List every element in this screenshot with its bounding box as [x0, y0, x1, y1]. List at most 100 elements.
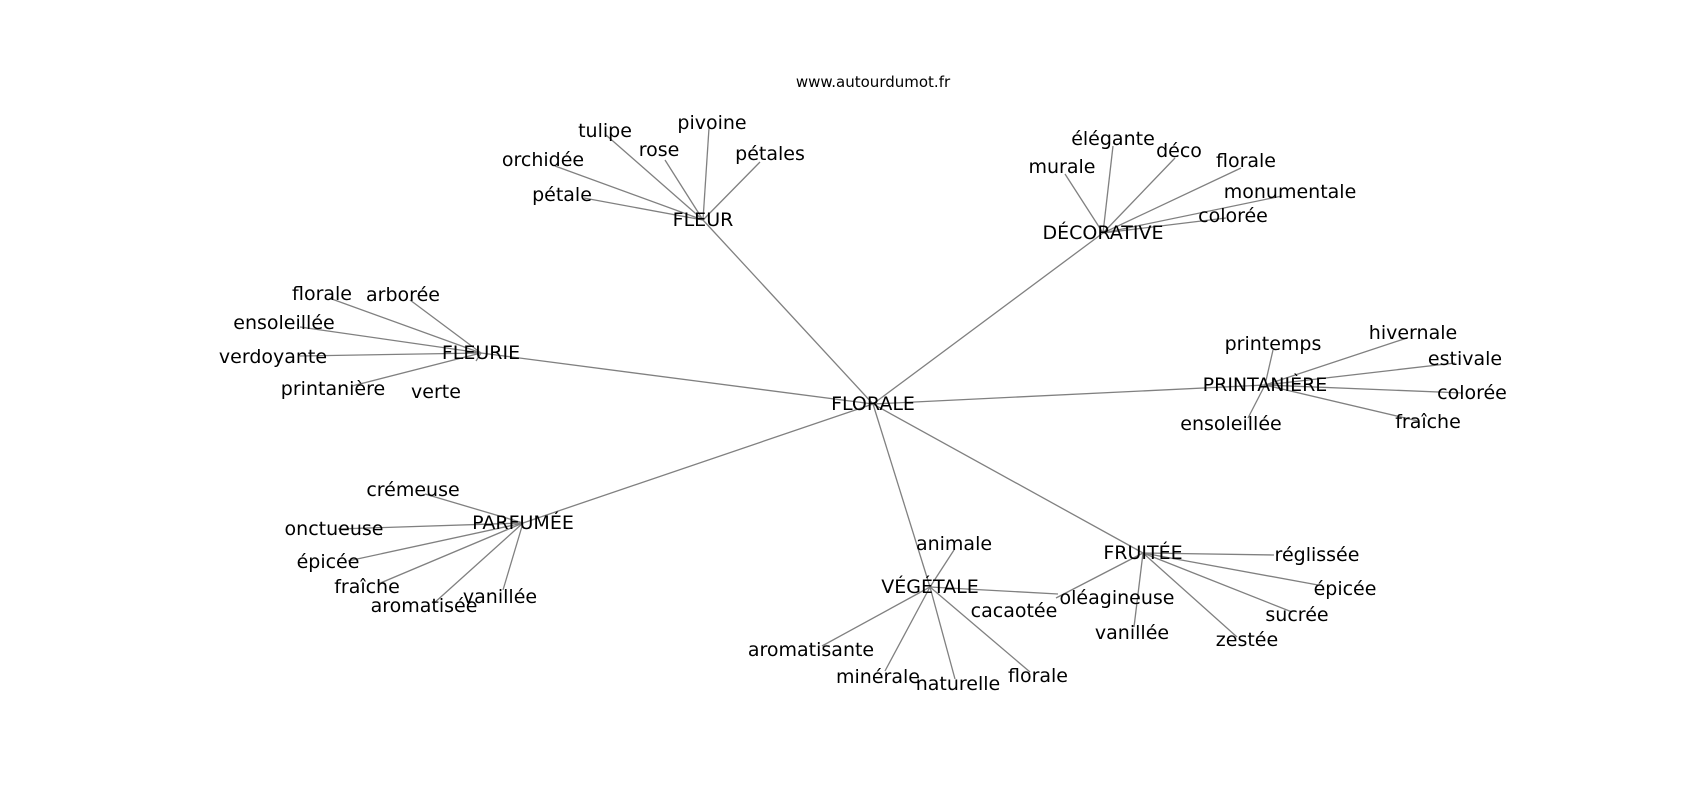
leaf-word-decorative-deco: déco [1156, 140, 1202, 162]
leaf-word-fleur-tulipe: tulipe [578, 120, 632, 142]
hub-word-decorative: DÉCORATIVE [1042, 221, 1163, 244]
leaf-word-fleurie-arboree: arborée [366, 284, 440, 306]
hub-word-printaniere: PRINTANIÈRE [1203, 373, 1328, 396]
leaf-word-fleurie-ensoleillee: ensoleillée [233, 312, 334, 334]
leaf-word-parfumee-vanillee: vanillée [463, 586, 537, 608]
edge-decorative-florale [1102, 167, 1242, 234]
edge-decorative-elegante [1102, 145, 1114, 234]
edge-printaniere-fraiche [1264, 384, 1419, 422]
leaf-word-fleurie-verte: verte [411, 381, 461, 403]
edge-parfumee-cremeuse [424, 493, 524, 524]
edge-fleurie-florale [328, 297, 482, 354]
leaf-word-decorative-florale: florale [1216, 150, 1276, 172]
leaf-word-parfumee-epicee: épicée [297, 551, 360, 573]
leaf-word-parfumee-cremeuse: crémeuse [366, 479, 459, 501]
edge-fruitee-vanillee [1133, 552, 1144, 628]
edge-vegetale-cacaotee [929, 586, 1059, 595]
leaf-word-fruitee-epicee: épicée [1314, 578, 1377, 600]
edge-printaniere-estivale [1264, 362, 1456, 386]
leaf-word-fleur-pivoine: pivoine [677, 112, 746, 134]
hub-word-fleur: FLEUR [673, 209, 734, 231]
edge-fruitee-epicee [1142, 552, 1319, 586]
source-url: www.autourdumot.fr [796, 73, 951, 91]
edge-parfumee-aromatisee [432, 522, 524, 605]
edge-fruitee-zestee [1142, 552, 1238, 638]
leaf-word-fleur-petales: pétales [735, 143, 805, 165]
edge-parfumee-epicee [347, 522, 524, 562]
leaf-word-vegetale-aromatisante: aromatisante [748, 639, 874, 661]
leaf-word-fleur-rose: rose [639, 139, 680, 161]
edge-fleurie-printaniere [351, 352, 482, 387]
leaf-word-printaniere-hivernale: hivernale [1369, 322, 1457, 344]
leaf-word-fruitee-oleagineuse: oléagineuse [1060, 587, 1175, 609]
edge-fruitee-oleagineuse [1055, 552, 1144, 599]
leaf-word-parfumee-onctueuse: onctueuse [285, 518, 384, 540]
edge-center-decorative [872, 232, 1104, 405]
leaf-word-decorative-coloree: colorée [1198, 205, 1268, 227]
edge-fleur-petales [702, 161, 761, 221]
leaf-word-decorative-elegante: élégante [1071, 128, 1155, 150]
edge-center-parfumee [522, 403, 874, 524]
edge-fleurie-ensoleillee [299, 326, 482, 354]
edge-fruitee-sucree [1142, 552, 1293, 613]
leaf-word-parfumee-fraiche: fraîche [334, 576, 400, 598]
edge-printaniere-coloree [1264, 384, 1464, 394]
edge-fleurie-verte [475, 352, 482, 362]
edge-fruitee-reglissee [1142, 552, 1275, 556]
edge-decorative-coloree [1102, 217, 1227, 234]
graph-edges [299, 127, 1464, 680]
leaf-word-fleurie-printaniere: printanière [281, 378, 385, 400]
leaf-word-vegetale-naturelle: naturelle [916, 673, 1001, 695]
graph-labels: www.autourdumot.fr FLORALE FLEUR tulipe pi… [219, 73, 1507, 695]
leaf-word-fleurie-florale: florale [292, 283, 352, 305]
leaf-word-vegetale-florale: florale [1008, 665, 1068, 687]
edge-fleur-orchidee [554, 165, 704, 221]
edge-vegetale-aromatisante [821, 586, 931, 647]
edge-parfumee-onctueuse [337, 522, 524, 530]
leaf-word-fruitee-zestee: zestée [1216, 629, 1278, 651]
leaf-word-printaniere-coloree: colorée [1437, 382, 1507, 404]
leaf-word-printaniere-printemps: printemps [1225, 333, 1322, 355]
leaf-word-fruitee-reglissee: réglissée [1275, 544, 1360, 566]
edge-vegetale-minerale [884, 586, 931, 672]
edge-center-printaniere [872, 384, 1266, 405]
edge-vegetale-florale [929, 586, 1031, 673]
edge-fleur-pivoine [702, 127, 710, 221]
leaf-word-vegetale-animale: animale [916, 533, 992, 555]
hub-word-vegetale: VÉGÉTALE [881, 575, 978, 598]
hub-word-fruitee: FRUITÉE [1103, 541, 1182, 564]
leaf-word-vegetale-cacaotee: cacaotée [971, 600, 1058, 622]
leaf-word-fruitee-sucree: sucrée [1265, 604, 1328, 626]
edge-center-fleurie [480, 352, 874, 405]
edge-fleurie-verdoyante [299, 352, 482, 357]
edge-parfumee-fraiche [377, 522, 524, 585]
edge-printaniere-ensoleillee [1247, 384, 1266, 419]
leaf-word-fleur-petale: pétale [532, 184, 592, 206]
edge-decorative-deco [1102, 157, 1176, 234]
leaf-word-fleur-orchidee: orchidée [502, 149, 584, 171]
edge-fleur-rose [664, 159, 704, 221]
edge-vegetale-naturelle [929, 586, 956, 680]
leaf-word-fruitee-vanillee: vanillée [1095, 622, 1169, 644]
leaf-word-decorative-murale: murale [1029, 156, 1096, 178]
leaf-word-printaniere-estivale: estivale [1428, 348, 1502, 370]
edge-fleur-petale [583, 197, 704, 221]
center-word: FLORALE [831, 393, 915, 415]
edge-decorative-murale [1064, 173, 1104, 234]
edge-printaniere-printemps [1264, 349, 1274, 386]
leaf-word-printaniere-ensoleillee: ensoleillée [1180, 413, 1281, 435]
hub-word-parfumee: PARFUMÉE [472, 511, 574, 534]
edge-fleur-tulipe [605, 134, 704, 221]
leaf-word-printaniere-fraiche: fraîche [1395, 411, 1461, 433]
edge-center-vegetale [872, 403, 931, 588]
leaf-word-vegetale-minerale: minérale [836, 666, 920, 688]
hub-word-fleurie: FLEURIE [442, 342, 520, 364]
edge-center-fruitee [872, 403, 1144, 554]
leaf-word-decorative-monumentale: monumentale [1224, 181, 1357, 203]
edge-decorative-monumentale [1102, 195, 1283, 234]
edge-fleurie-arboree [409, 299, 482, 354]
leaf-word-fleurie-verdoyante: verdoyante [219, 346, 327, 368]
edge-vegetale-animale [929, 549, 955, 588]
edge-center-fleur [702, 219, 874, 405]
